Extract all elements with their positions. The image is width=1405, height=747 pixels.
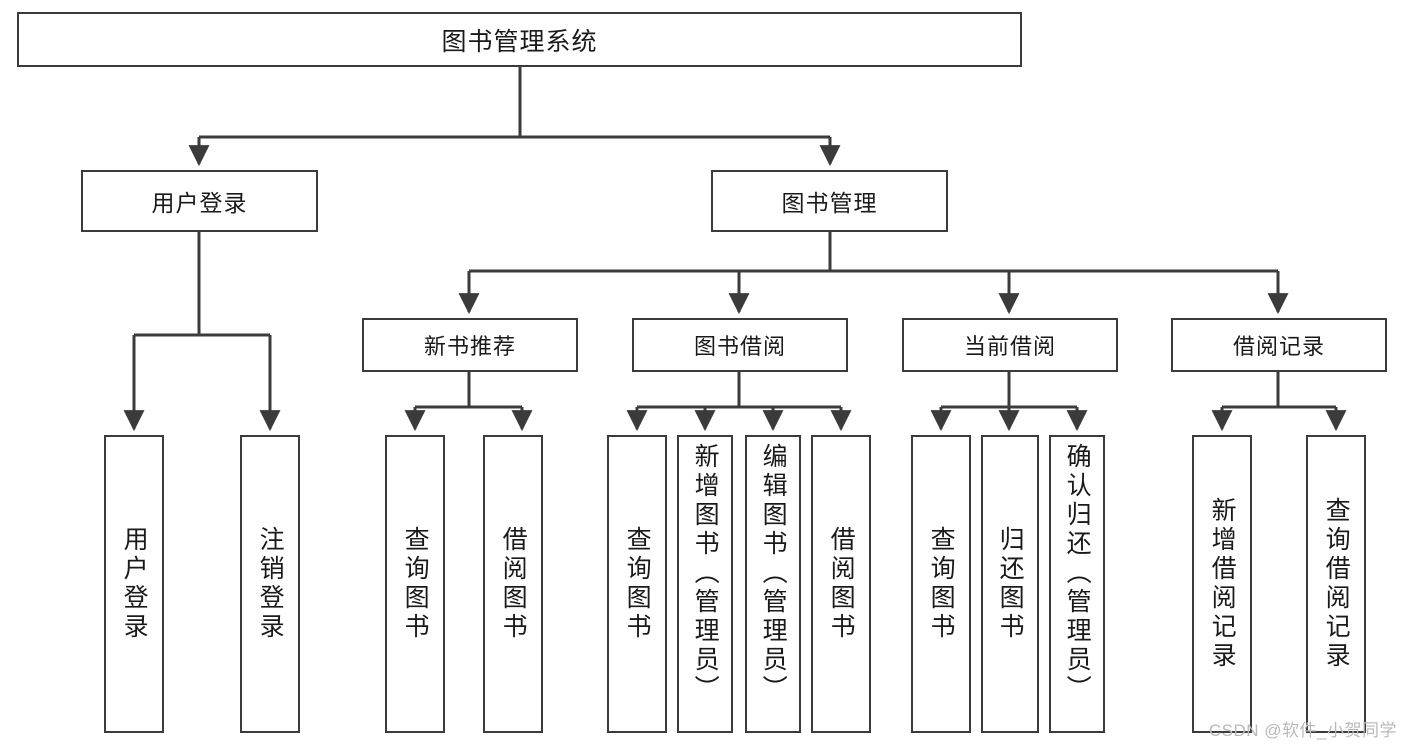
node-borrow-record[interactable]: 借阅记录 [1171, 318, 1387, 372]
node-borrow-record-label: 借阅记录 [1232, 334, 1325, 359]
node-root-label: 图书管理系统 [441, 27, 598, 56]
leaf-add-borrow-record-label: 新增借阅记录 [1208, 497, 1237, 671]
node-user-login-label: 用户登录 [151, 190, 248, 216]
leaf-query-book-borrow[interactable]: 查询图书 [607, 435, 667, 733]
leaf-query-book-recommend-label: 查询图书 [401, 526, 430, 642]
leaf-add-borrow-record[interactable]: 新增借阅记录 [1192, 435, 1252, 733]
node-root[interactable]: 图书管理系统 [17, 12, 1022, 67]
node-book-borrow[interactable]: 图书借阅 [632, 318, 848, 372]
node-current-borrow-label: 当前借阅 [963, 334, 1056, 359]
leaf-return-book[interactable]: 归还图书 [981, 435, 1039, 733]
leaf-confirm-return-admin-label: 确认归还（管理员） [1063, 443, 1092, 704]
leaf-borrow-book-recommend[interactable]: 借阅图书 [483, 435, 543, 733]
leaf-borrow-book-label: 借阅图书 [827, 526, 856, 642]
node-user-login[interactable]: 用户登录 [81, 170, 318, 232]
leaf-confirm-return-admin[interactable]: 确认归还（管理员） [1049, 435, 1105, 733]
leaf-query-book-current-label: 查询图书 [927, 526, 956, 642]
watermark: CSDN @软件_小贺同学 [1208, 721, 1397, 740]
leaf-query-borrow-record[interactable]: 查询借阅记录 [1306, 435, 1366, 733]
leaf-edit-book-admin-label: 编辑图书（管理员） [759, 443, 788, 704]
node-book-management[interactable]: 图书管理 [711, 170, 948, 232]
leaf-query-borrow-record-label: 查询借阅记录 [1322, 497, 1351, 671]
leaf-logout-label: 注销登录 [256, 526, 285, 642]
node-book-management-label: 图书管理 [781, 190, 878, 216]
leaf-query-book-recommend[interactable]: 查询图书 [385, 435, 445, 733]
leaf-add-book-admin[interactable]: 新增图书（管理员） [677, 435, 733, 733]
node-current-borrow[interactable]: 当前借阅 [902, 318, 1118, 372]
node-book-borrow-label: 图书借阅 [693, 334, 786, 359]
leaf-query-book-current[interactable]: 查询图书 [911, 435, 971, 733]
leaf-return-book-label: 归还图书 [996, 526, 1025, 642]
leaf-borrow-book-recommend-label: 借阅图书 [499, 526, 528, 642]
leaf-user-login-label: 用户登录 [120, 526, 149, 642]
node-new-book-recommend-label: 新书推荐 [423, 334, 516, 359]
leaf-query-book-borrow-label: 查询图书 [623, 526, 652, 642]
leaf-add-book-admin-label: 新增图书（管理员） [691, 443, 720, 704]
leaf-logout[interactable]: 注销登录 [240, 435, 300, 733]
leaf-user-login[interactable]: 用户登录 [104, 435, 164, 733]
node-new-book-recommend[interactable]: 新书推荐 [362, 318, 578, 372]
leaf-edit-book-admin[interactable]: 编辑图书（管理员） [745, 435, 801, 733]
leaf-borrow-book[interactable]: 借阅图书 [811, 435, 871, 733]
